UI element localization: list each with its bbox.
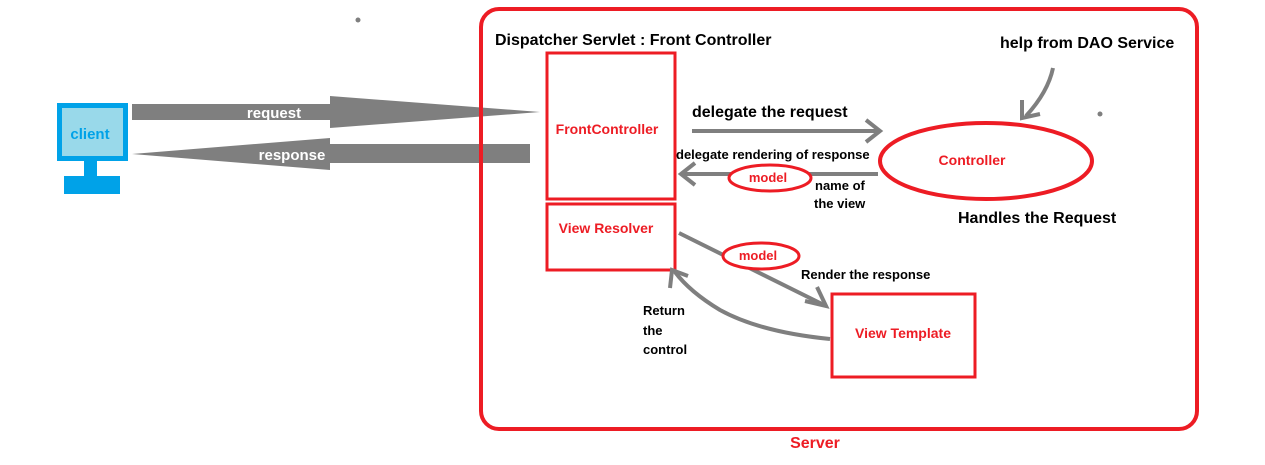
- view-template-label: View Template: [855, 325, 951, 341]
- model-bubble-1-label: model: [749, 170, 787, 185]
- render-response-label: Render the response: [801, 267, 930, 282]
- delegate-rendering-arrow: delegate rendering of response: [676, 147, 878, 187]
- return-control-line2: the: [643, 323, 663, 338]
- controller-ellipse: [878, 121, 1094, 201]
- stray-dot: [1097, 111, 1103, 117]
- delegate-rendering-label: delegate rendering of response: [676, 147, 870, 162]
- request-arrow: request: [132, 96, 540, 128]
- client-computer-icon: client: [57, 103, 128, 194]
- view-resolver-label: View Resolver: [559, 220, 654, 236]
- model-bubble-1: model: [727, 163, 813, 193]
- model-bubble-2-label: model: [739, 248, 777, 263]
- delegate-request-label: delegate the request: [692, 104, 848, 121]
- response-arrow: response: [132, 138, 530, 170]
- name-of-view-line2: the view: [814, 196, 866, 211]
- dao-arrow: [1020, 67, 1055, 121]
- front-controller-box: [545, 51, 677, 201]
- stray-dot: [355, 17, 361, 23]
- server-title: Dispatcher Servlet : Front Controller: [495, 32, 772, 49]
- response-label: response: [259, 147, 326, 164]
- front-controller-label: FrontController: [556, 121, 659, 137]
- view-template-box: [830, 292, 977, 379]
- server-container: [479, 7, 1199, 431]
- name-of-view-line1: name of: [815, 178, 866, 193]
- return-control-line1: Return: [643, 303, 685, 318]
- server-label: Server: [790, 435, 840, 452]
- controller-label: Controller: [939, 152, 1006, 168]
- controller-caption: Handles the Request: [958, 210, 1117, 227]
- request-label: request: [247, 105, 301, 122]
- delegate-request-arrow: delegate the request: [692, 104, 884, 144]
- dao-note: help from DAO Service: [1000, 35, 1174, 52]
- return-control-arrow: [668, 267, 831, 341]
- client-label: client: [70, 126, 109, 143]
- return-control-line3: control: [643, 342, 687, 357]
- model-bubble-2: model: [721, 241, 801, 271]
- view-resolver-box: [545, 202, 677, 272]
